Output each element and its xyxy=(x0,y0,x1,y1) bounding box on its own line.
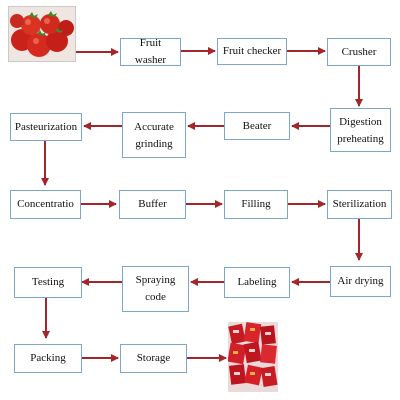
tomatoes-icon xyxy=(9,7,75,61)
step-concentration: Concentratio xyxy=(10,190,81,219)
step-accurate-grinding: Accurate grinding xyxy=(122,112,186,158)
step-testing: Testing xyxy=(14,267,82,298)
step-fruit-washer: Fruit washer xyxy=(120,38,181,66)
step-pasteurization: Pasteurization xyxy=(10,113,82,141)
step-filling: Filling xyxy=(224,190,288,219)
tomatoes-image xyxy=(8,6,76,62)
step-digestion-preheating: Digestion preheating xyxy=(330,108,391,152)
step-sterilization: Sterilization xyxy=(327,190,392,219)
step-air-drying: Air drying xyxy=(330,266,391,297)
step-fruit-checker: Fruit checker xyxy=(217,38,287,65)
packets-icon xyxy=(228,322,278,392)
step-packing: Packing xyxy=(14,344,82,373)
step-crusher: Crusher xyxy=(327,38,391,66)
step-buffer: Buffer xyxy=(119,190,186,219)
step-storage: Storage xyxy=(120,344,187,373)
packaged-product-image xyxy=(228,322,278,392)
step-beater: Beater xyxy=(224,112,290,140)
step-labeling: Labeling xyxy=(224,267,290,298)
step-spraying-code: Spraying code xyxy=(122,266,189,312)
